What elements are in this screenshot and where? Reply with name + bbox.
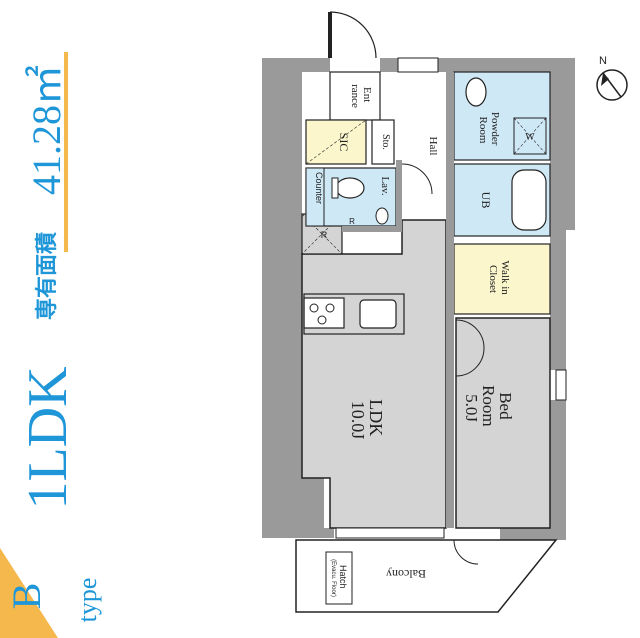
wall-right-bottom bbox=[550, 400, 566, 538]
compass-arrow-icon bbox=[601, 73, 609, 86]
r-storage-diag-2 bbox=[301, 213, 343, 255]
counter-strip bbox=[305, 167, 325, 227]
sic-diag bbox=[305, 119, 367, 165]
partition-lav-bottom bbox=[342, 226, 402, 232]
compass-label: N bbox=[599, 55, 607, 67]
rooms bbox=[295, 71, 558, 613]
burner-1 bbox=[309, 303, 319, 313]
label-r: R bbox=[321, 230, 328, 240]
powder-sink-icon bbox=[465, 77, 487, 107]
label-hall: Hall bbox=[427, 137, 439, 156]
walk-in-closet bbox=[453, 243, 551, 315]
type-letter: B bbox=[4, 583, 49, 610]
balcony-floor bbox=[295, 539, 558, 613]
label-walk-in-closet: Walk in Closet bbox=[487, 261, 511, 298]
label-counter: Counter bbox=[314, 172, 324, 204]
fixtures bbox=[303, 11, 567, 605]
area-value: 41.28㎡ bbox=[24, 65, 69, 195]
washer-diag-1 bbox=[513, 117, 547, 155]
wall-right-mid bbox=[550, 230, 566, 370]
sto-closet bbox=[371, 119, 395, 165]
label-ub: UB bbox=[479, 192, 493, 209]
ldk-window bbox=[335, 527, 445, 539]
label-entrance: Ent rance bbox=[349, 84, 373, 108]
label-bedroom: Bed Room 5.0J bbox=[462, 385, 515, 431]
bathtub-icon bbox=[511, 169, 547, 231]
toilet-tank bbox=[331, 177, 339, 199]
bedroom-door-icon bbox=[455, 319, 485, 377]
entrance-door-leaf bbox=[328, 12, 332, 58]
partition-hall-right bbox=[446, 72, 454, 528]
kitchen-sink-icon bbox=[359, 299, 397, 329]
title-block: B type 1LDK 専有面積 41.28㎡ bbox=[0, 52, 102, 638]
r-storage-diag-1 bbox=[301, 213, 343, 255]
label-sto: Sto. bbox=[380, 134, 391, 150]
label-sic: SIC bbox=[337, 133, 351, 152]
layout-label: 1LDK bbox=[17, 366, 79, 509]
area-underline bbox=[64, 52, 68, 252]
kitchen-counter bbox=[303, 293, 405, 335]
balcony-door-icon bbox=[453, 539, 479, 565]
label-hatch: Hatch (Evacu. Floor) bbox=[330, 559, 348, 597]
label-washer: W bbox=[525, 132, 535, 143]
washer-diag-2 bbox=[513, 117, 547, 155]
burner-2 bbox=[325, 303, 335, 313]
label-balcony: Balcony bbox=[386, 567, 426, 581]
type-word: type bbox=[73, 578, 102, 623]
toilet-icon bbox=[335, 177, 365, 199]
lav-sink-icon bbox=[375, 207, 389, 225]
compass: N bbox=[596, 55, 628, 101]
label-powder-room: Powder Room bbox=[477, 112, 501, 148]
wall-bottom-left bbox=[262, 528, 334, 538]
label-small-r: R bbox=[349, 217, 355, 226]
label-ldk: LDK 10.0J bbox=[348, 399, 386, 441]
wall-top bbox=[262, 58, 330, 72]
compass-circle bbox=[596, 69, 628, 101]
wall-right-top bbox=[550, 58, 575, 230]
label-lav: Lav. bbox=[379, 176, 391, 195]
hall-door-icon bbox=[401, 163, 433, 195]
entrance-door-icon bbox=[329, 11, 377, 59]
room-labels: Ent rance SIC Sto. Hall Powder Room W Co… bbox=[314, 84, 535, 597]
type-accent-triangle bbox=[0, 548, 58, 638]
wall-left-top bbox=[262, 58, 302, 478]
cooktop-icon bbox=[303, 297, 345, 329]
hatch-icon bbox=[325, 551, 353, 605]
wall-bottom-right bbox=[500, 528, 566, 540]
entrance-floor bbox=[329, 71, 381, 121]
burner-3 bbox=[317, 315, 327, 325]
partition-hall-left bbox=[396, 160, 402, 226]
bedroom-window bbox=[555, 369, 567, 401]
bedroom-floor bbox=[455, 317, 551, 529]
interior-walls bbox=[342, 72, 454, 528]
top-window bbox=[397, 57, 439, 73]
area-label: 専有面積 bbox=[34, 231, 59, 320]
